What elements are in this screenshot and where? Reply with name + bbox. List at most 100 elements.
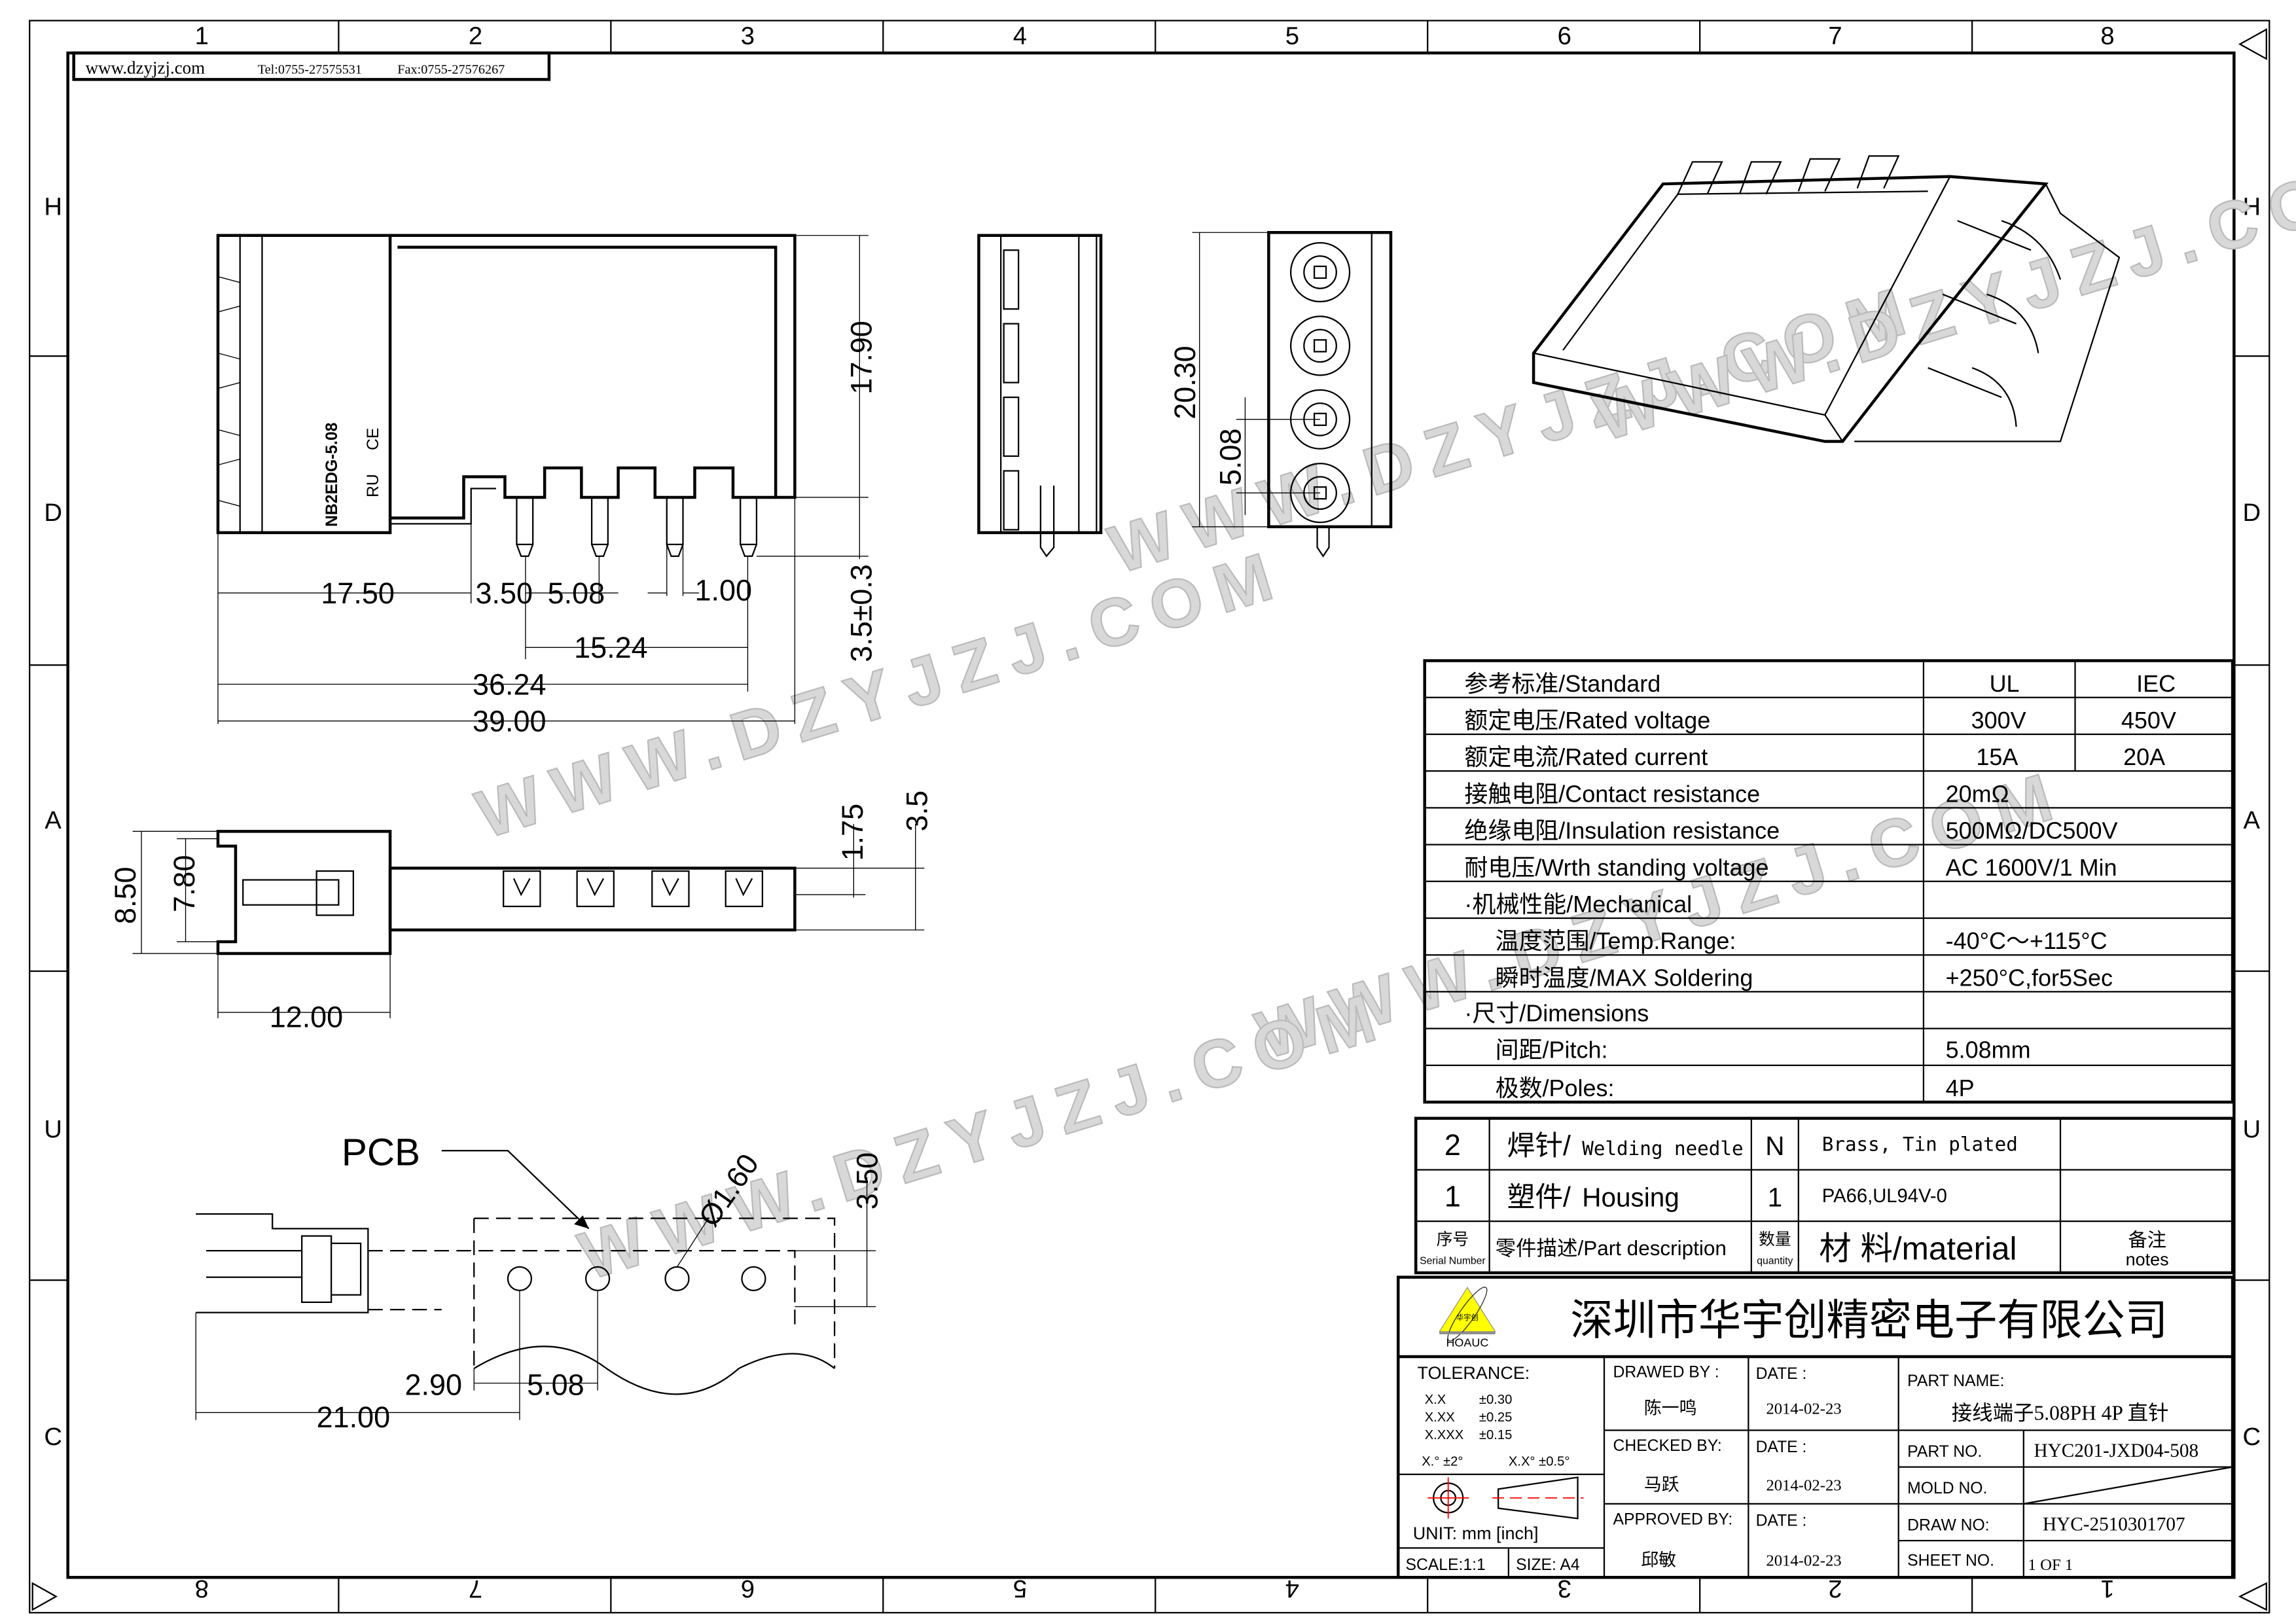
label-text: 3.50 — [850, 1152, 884, 1210]
label-text: CHECKED BY: — [1613, 1437, 1721, 1455]
label-text: 2014-02-23 — [1766, 1552, 1841, 1569]
ce-mark-icon: CE — [365, 428, 382, 450]
label-text: SHEET NO. — [1907, 1552, 1994, 1569]
label-text: X.° ±2° — [1422, 1454, 1463, 1469]
label-text: Welding needle — [1582, 1137, 1743, 1160]
label-text: C — [2243, 1423, 2261, 1451]
label-text: 3.50 — [475, 577, 532, 610]
projection-symbol-icon — [1427, 1476, 1584, 1520]
pcb-label: PCB — [342, 1132, 420, 1174]
parts-table: 2 焊针/Welding needle N Brass, Tin plated … — [1414, 1116, 2234, 1275]
label-text: +250°C,for5Sec — [1946, 964, 2113, 991]
bottom-view: 8.50 7.80 12.00 1.75 3.5 — [109, 791, 934, 1034]
tel-text: Tel:0755-27575531 — [258, 62, 362, 77]
label-text: 5.08 — [527, 1368, 584, 1401]
label-text: HYC-2510301707 — [2043, 1514, 2185, 1535]
label-text: 数量 — [1759, 1230, 1791, 1249]
label-text: 12.00 — [270, 1000, 344, 1033]
label-text: ·机械性能/Mechanical — [1464, 891, 1692, 918]
label-text: 塑件/ — [1507, 1182, 1571, 1213]
label-text: Housing — [1582, 1183, 1679, 1213]
website-link[interactable]: www.dzyjzj.com — [86, 58, 206, 77]
label-text: 8 — [2100, 22, 2114, 50]
label-text: DRAW NO: — [1907, 1516, 1989, 1534]
label-text: 8.50 — [109, 867, 142, 925]
label-text: PART NO. — [1907, 1443, 1982, 1461]
label-text: WWW.DZYJZJ.COM — [571, 975, 1397, 1294]
label-text: ±0.30 — [1479, 1393, 1512, 1407]
label-text: PA66,UL94V-0 — [1822, 1186, 1947, 1207]
label-text: 1.75 — [836, 804, 869, 861]
label-text: 5.08 — [1214, 428, 1247, 486]
label-text: X.XXX — [1425, 1428, 1464, 1442]
label-text: 2014-02-23 — [1766, 1400, 1841, 1418]
label-text: Serial Number — [1420, 1255, 1485, 1266]
label-text: 3 — [741, 22, 755, 50]
label-text: 39.00 — [473, 704, 546, 738]
label-text: SCALE:1:1 — [1405, 1556, 1485, 1574]
label-text: 3.5±0.3 — [844, 564, 878, 662]
label-text: 1 — [2100, 1575, 2114, 1603]
label-text: UNIT: mm [inch] — [1413, 1524, 1539, 1543]
label-text: C — [44, 1423, 62, 1451]
label-text: DATE : — [1756, 1512, 1807, 1530]
label-text: ±0.25 — [1479, 1410, 1512, 1425]
label-text: D — [2243, 499, 2261, 527]
label-text: 1 — [1444, 1180, 1461, 1213]
label-text: HYC201-JXD04-508 — [2034, 1440, 2199, 1461]
label-text: 接触电阻/Contact resistance — [1464, 780, 1760, 807]
label-text: 华宇创 — [1456, 1313, 1479, 1322]
side-view — [977, 234, 1103, 558]
label-text: 4 — [1013, 22, 1027, 50]
label-text: U — [44, 1115, 62, 1143]
label-text: 零件描述/Part description — [1496, 1237, 1727, 1260]
contact-header: www.dzyjzj.com Tel:0755-27575531 Fax:075… — [72, 51, 551, 81]
company-logo: 华宇创 HOAUC — [1439, 1287, 1496, 1349]
label-text: 额定电流/Rated current — [1464, 743, 1708, 770]
label-text: 1.00 — [694, 573, 752, 607]
label-text: 1 OF 1 — [2028, 1556, 2073, 1574]
label-text: 2 — [1444, 1128, 1461, 1162]
label-text: 6 — [741, 1575, 755, 1603]
label-text: notes — [2126, 1250, 2169, 1270]
label-text: 马跃 — [1644, 1475, 1679, 1495]
label-text: AC 1600V/1 Min — [1946, 854, 2117, 881]
label-text: 1 — [1768, 1183, 1783, 1213]
label-text: 瞬时温度/MAX Soldering — [1496, 964, 1753, 991]
label-text: 接线端子5.08PH 4P 直针 — [1952, 1402, 2169, 1425]
label-text: A — [2244, 806, 2261, 834]
label-text: 序号 — [1437, 1230, 1469, 1249]
label-text: 450V — [2121, 707, 2176, 734]
label-text: 5 — [1013, 1575, 1027, 1603]
label-text: X.X — [1425, 1393, 1446, 1407]
label-text: 2014-02-23 — [1766, 1477, 1841, 1495]
label-text: 5.08 — [548, 577, 605, 610]
end-view: 20.30 5.08 — [1168, 231, 1393, 558]
label-text: HOAUC — [1446, 1336, 1488, 1349]
label-text: 6 — [1558, 22, 1571, 50]
label-text: 3.5 — [901, 791, 934, 832]
label-text: 4 — [1285, 1575, 1299, 1603]
label-text: 2 — [1828, 1575, 1842, 1603]
label-text: 300V — [1971, 707, 2026, 734]
label-text: 1 — [195, 22, 209, 50]
label-text: 4P — [1946, 1075, 1975, 1101]
label-text: 间距/Pitch: — [1496, 1037, 1608, 1063]
label-text: H — [2243, 192, 2261, 221]
label-text: 7.80 — [168, 855, 201, 913]
label-text: 8 — [195, 1575, 209, 1603]
label-text: IEC — [2136, 670, 2176, 697]
label-text: 参考标准/Standard — [1464, 670, 1660, 697]
label-text: U — [2243, 1115, 2261, 1143]
housing-marking: NB2EDG-5.08 — [323, 423, 341, 527]
ul-mark-icon: RU — [365, 474, 382, 497]
label-text: Brass, Tin plated — [1822, 1133, 2018, 1155]
label-text: A — [45, 806, 62, 834]
label-text: PART NAME: — [1907, 1372, 2004, 1390]
label-text: 2.90 — [405, 1368, 463, 1401]
label-text: 备注 — [2128, 1229, 2166, 1251]
